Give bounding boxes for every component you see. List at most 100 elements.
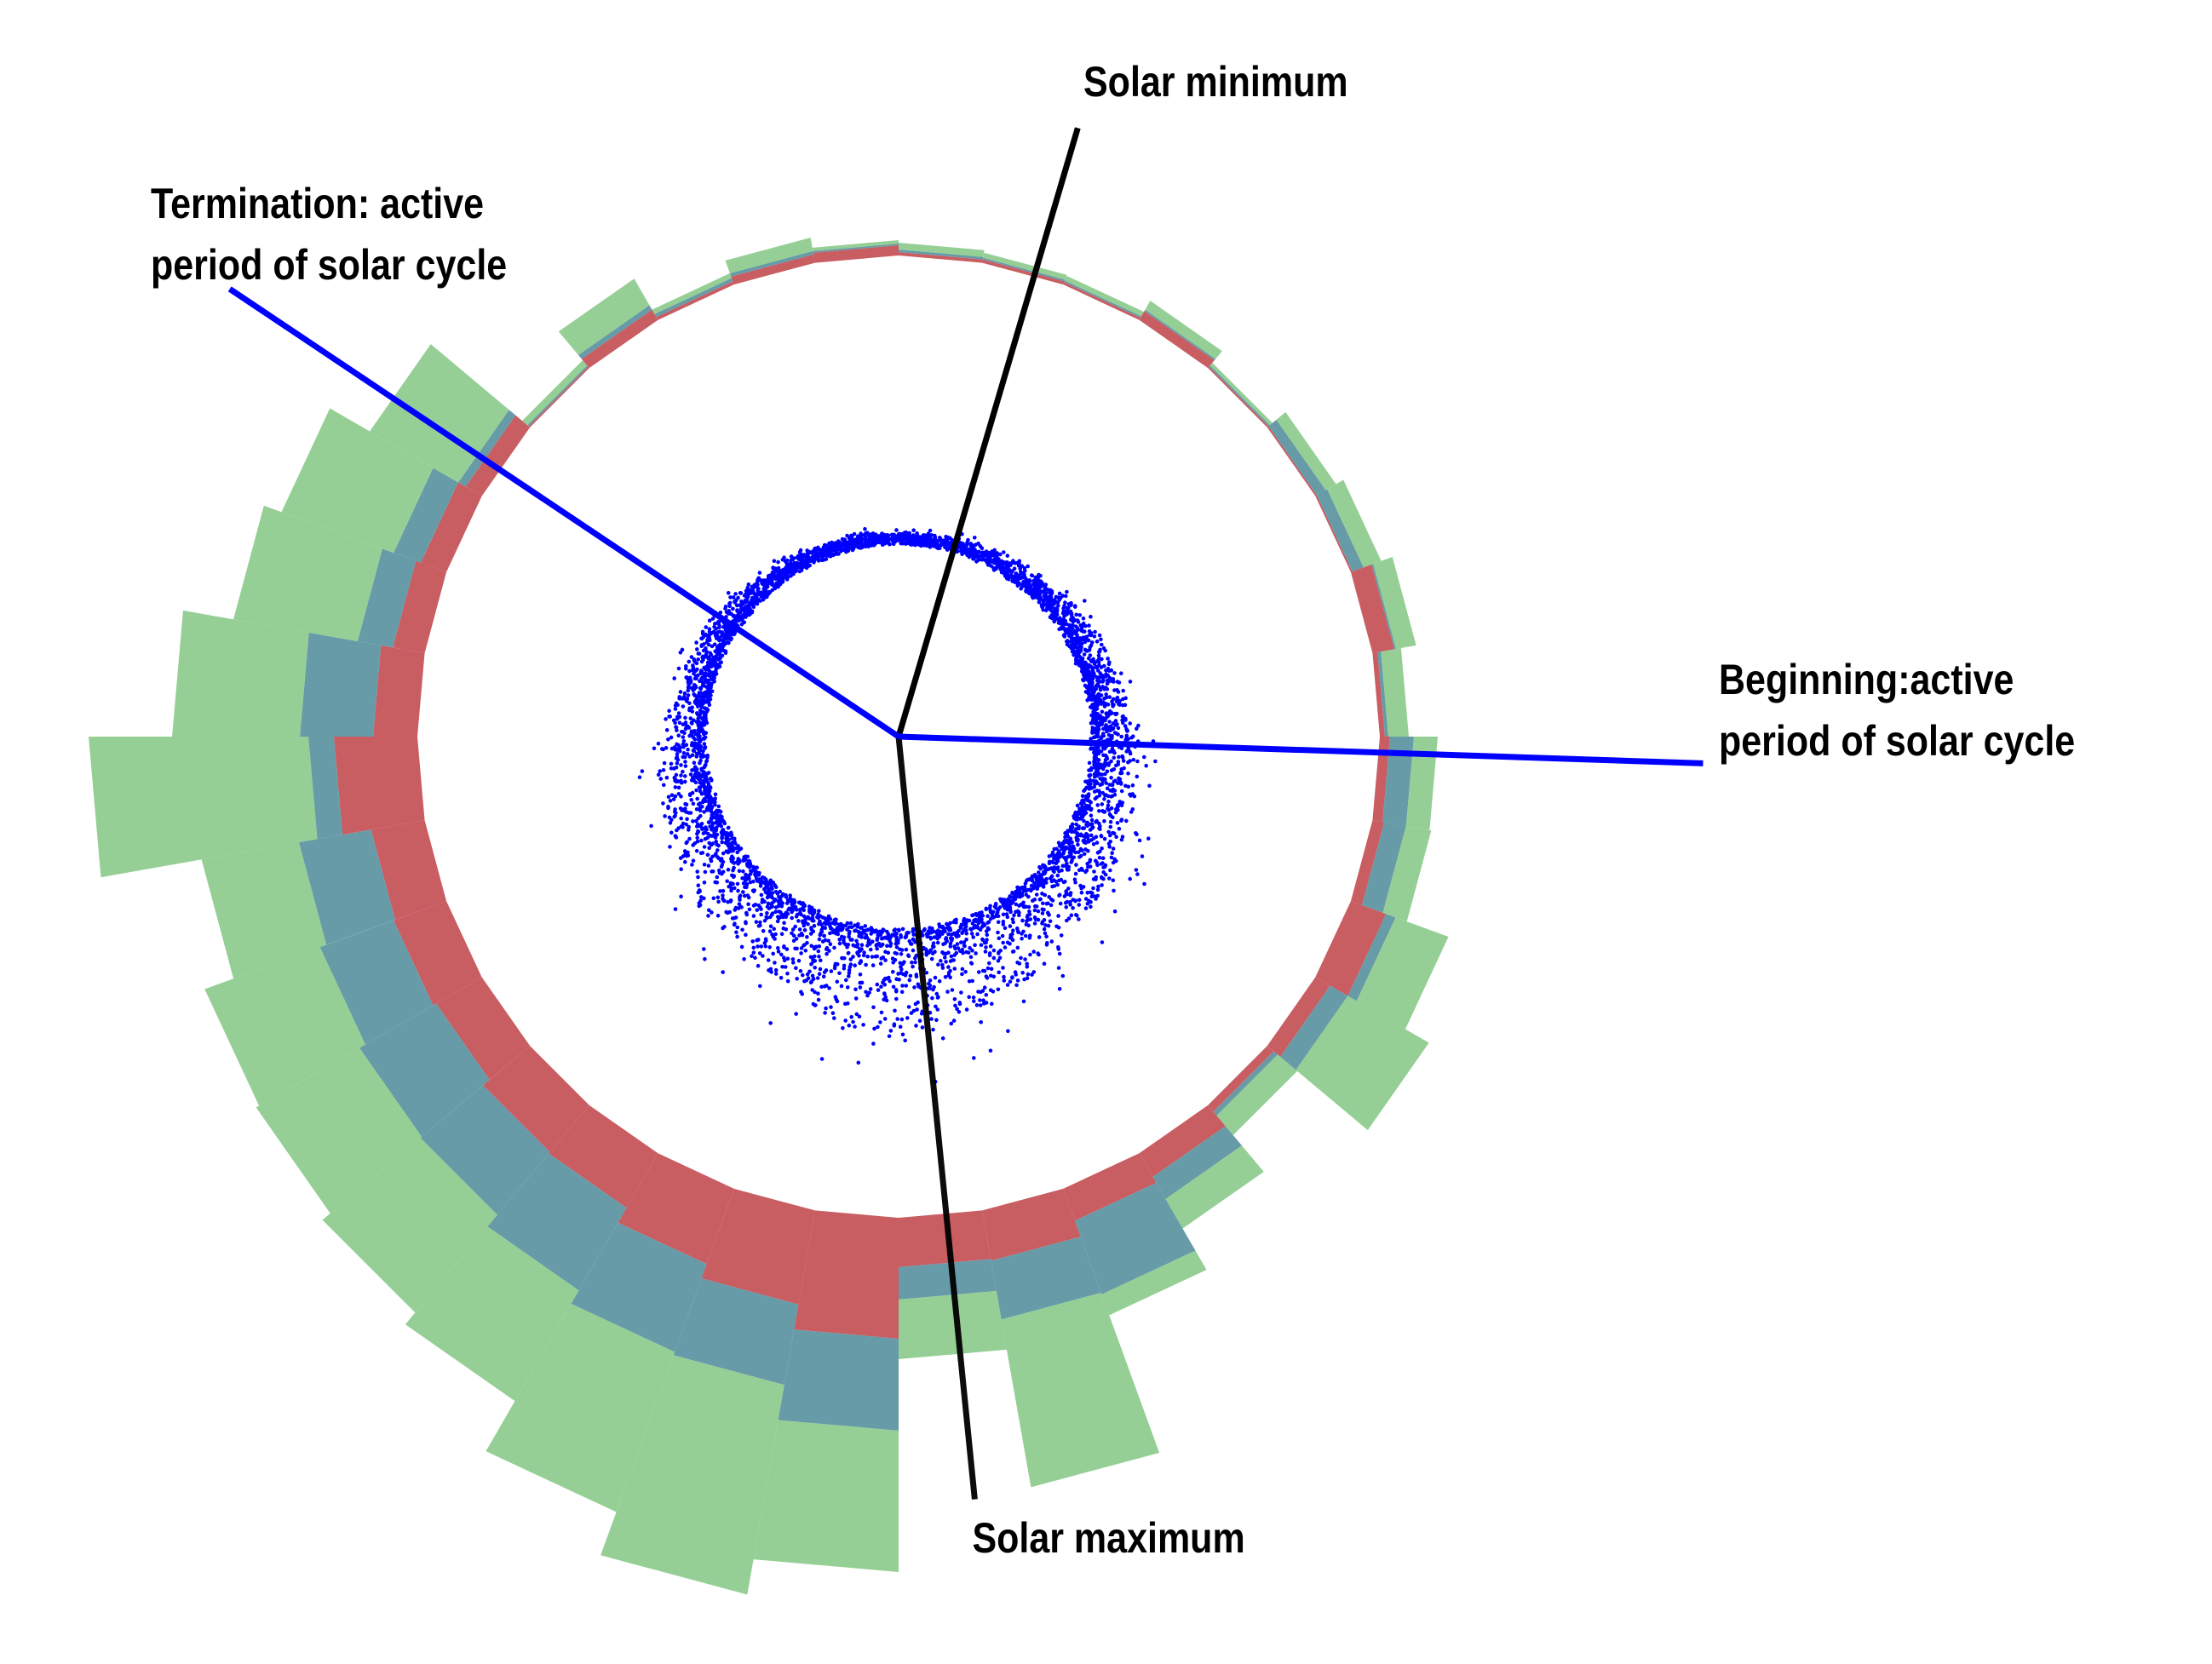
bar-segment-red [618, 1153, 734, 1265]
bar-segment-teal [899, 250, 984, 260]
bar-segment-teal [654, 278, 733, 318]
bar-segment-teal [1377, 651, 1388, 737]
bar-segment-red [1208, 1046, 1274, 1112]
bar-segment-red [982, 259, 1065, 285]
bar-segment-green [89, 737, 318, 878]
bar-segment-teal [899, 1259, 997, 1300]
bar-segment-teal [1382, 737, 1414, 827]
bar-segment-red [528, 366, 589, 427]
bar-segment-teal [487, 1153, 627, 1291]
bar-segment-green [521, 359, 588, 426]
bar-segment-red [1315, 495, 1353, 572]
bar-segment-red [436, 977, 531, 1081]
bar-segment-green [233, 505, 382, 641]
bar-segment-teal [298, 829, 395, 945]
bar-segment-red [1350, 820, 1385, 906]
scatter-points [637, 526, 1158, 1084]
bar-segment-teal [394, 468, 458, 563]
bar-segment-teal [1347, 914, 1396, 1001]
bar-segment-red [549, 1105, 658, 1208]
beginning-line [898, 733, 1704, 766]
bar-segment-green [1296, 996, 1429, 1131]
bar-segment-green [812, 240, 899, 251]
bar-segment-green [405, 1226, 579, 1402]
bar-segment-teal [359, 1003, 490, 1137]
beginning-label: Beginning:active period of solar cycle [1719, 656, 2076, 765]
bar-segment-red [1315, 901, 1387, 996]
bar-segment-green [1216, 1054, 1298, 1136]
bar-segment-green [1165, 1145, 1264, 1229]
bar-segment-red [393, 560, 447, 653]
bar-segment-red [813, 245, 899, 263]
bar-segment-red [1063, 282, 1140, 320]
bar-segment-teal [527, 365, 589, 427]
bar-segment-teal [1074, 1182, 1196, 1294]
bar-segment-red [581, 309, 658, 369]
bar-segment-red [465, 415, 531, 496]
bar-segment-green [1373, 556, 1416, 650]
bar-segment-teal [991, 1237, 1101, 1320]
bar-segment-red [982, 1188, 1081, 1261]
bar-segment-teal [457, 410, 516, 487]
bar-segment-teal [319, 920, 434, 1045]
bar-segment-green [370, 344, 509, 483]
bar-segment-green [725, 238, 813, 273]
bar-segment-green [1101, 1250, 1207, 1316]
bar-segment-teal [729, 250, 814, 277]
bar-segment-red [899, 252, 983, 263]
bar-segment-teal [813, 244, 899, 253]
bar-segment-teal [1144, 309, 1216, 360]
bar-segment-red [1063, 1153, 1157, 1221]
bar-segment-green [1382, 826, 1432, 922]
bar-segment-red [1267, 977, 1330, 1058]
bar-segment-teal [1317, 489, 1364, 572]
bar-segment-teal [420, 1085, 550, 1215]
bar-segment-green [1064, 275, 1144, 317]
bar-segment-green [1327, 479, 1382, 568]
bar-segment-red [421, 482, 482, 572]
solar-maximum-label: Solar maximum [969, 1507, 1249, 1569]
bar-segment-green [1276, 411, 1336, 491]
bar-segment-teal [308, 737, 343, 840]
bar-segment-teal [982, 257, 1066, 282]
bar-segment-red [701, 1188, 815, 1305]
solar-minimum-line [895, 127, 1081, 737]
bar-segment-red [656, 281, 734, 320]
bar-segment-red [899, 1210, 991, 1267]
bar-segment-red [483, 1046, 589, 1152]
bar-segment-green [322, 1138, 497, 1313]
termination-line [227, 286, 900, 739]
bar-segment-teal [1362, 822, 1406, 913]
bar-segment-red [1208, 366, 1269, 427]
bar-segment-teal [571, 1222, 707, 1352]
bar-segment-green [201, 842, 327, 979]
bar-segment-teal [577, 305, 652, 359]
bar-segment-green [1145, 301, 1222, 359]
phase-lines [227, 127, 1704, 1500]
stacked-bars-ring [89, 238, 1449, 1595]
bar-segment-teal [300, 632, 382, 737]
bar-segment-green [204, 947, 365, 1106]
bar-segment-green [1356, 917, 1449, 1030]
bar-segment-red [371, 820, 447, 921]
bar-segment-red [1139, 311, 1215, 369]
bar-segment-green [1001, 1293, 1160, 1488]
bar-segment-red [373, 645, 425, 737]
bar-segment-teal [1209, 365, 1270, 427]
termination-label: Termination: active period of solar cycl… [151, 180, 508, 289]
bar-segment-red [731, 254, 815, 285]
bar-segment-red [394, 901, 482, 1006]
bar-segment-red [334, 737, 425, 835]
bar-segment-teal [778, 1329, 899, 1431]
bar-segment-green [753, 1420, 899, 1572]
bar-segment-green [558, 278, 650, 355]
bar-segment-green [1209, 363, 1273, 426]
bar-segment-green [600, 1355, 784, 1595]
bar-segment-teal [357, 548, 417, 648]
bar-segment-teal [1064, 280, 1141, 318]
bar-segment-green [1405, 737, 1438, 830]
bar-segment-green [899, 243, 985, 257]
bar-segment-green [256, 1047, 422, 1214]
bar-segment-green [1381, 647, 1409, 737]
